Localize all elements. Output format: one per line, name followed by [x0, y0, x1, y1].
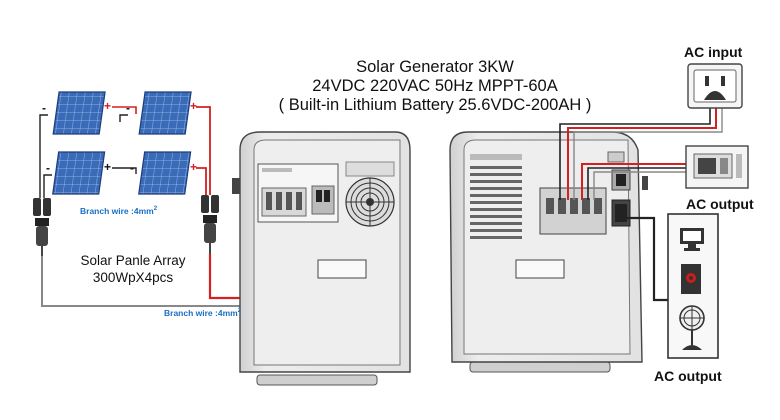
solar-array-label: Solar Panle Array 300WpX4pcs	[58, 252, 208, 286]
svg-text:+: +	[104, 160, 111, 174]
svg-text:+: +	[190, 99, 197, 113]
breaker-box-icon	[685, 145, 749, 189]
solar-panel-icon	[138, 151, 192, 195]
title-line-2: 24VDC 220VAC 50Hz MPPT-60A	[312, 77, 558, 95]
generator-front-cabinet	[232, 131, 411, 386]
wall-socket-icon	[687, 63, 743, 109]
speaker-icon	[681, 264, 701, 294]
solar-panel-icon	[52, 91, 106, 135]
title-line-3: ( Built-in Lithium Battery 25.6VDC-200AH…	[278, 96, 592, 114]
svg-text:+: +	[190, 160, 197, 174]
fan-icon	[679, 305, 705, 350]
branch-wire-label-2: Branch wire :4mm2	[164, 308, 242, 318]
svg-text:-: -	[42, 101, 46, 115]
array-label-line-2: 300WpX4pcs	[92, 270, 174, 285]
mc4-connector-icon	[33, 198, 51, 256]
solar-panel-icon	[52, 151, 106, 195]
svg-text:-: -	[126, 101, 130, 115]
svg-text:-: -	[46, 161, 50, 175]
solar-panel-icon	[138, 91, 192, 135]
ac-output-label-bottom: AC output	[654, 368, 722, 384]
ac-output-label-top: AC output	[686, 196, 754, 212]
title-line-1: Solar Generator 3KW	[356, 58, 514, 76]
mc4-connector-icon	[201, 195, 219, 254]
array-label-line-1: Solar Panle Array	[80, 253, 186, 268]
fan-icon	[345, 177, 395, 227]
diagram-title: Solar Generator 3KW 24VDC 220VAC 50Hz MP…	[262, 58, 608, 115]
branch-wire-label-1: Branch wire :4mm2	[80, 206, 158, 216]
ac-input-label: AC input	[684, 44, 743, 60]
svg-text:+: +	[104, 99, 111, 113]
tv-icon	[680, 228, 704, 251]
